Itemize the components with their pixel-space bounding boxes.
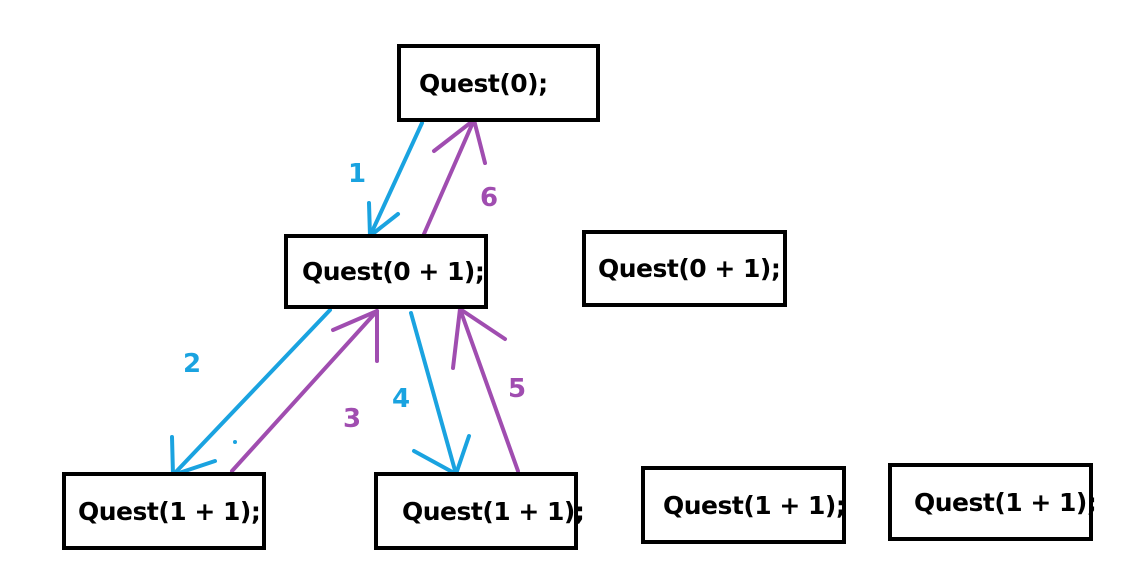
node-quest-1-plus-1-middle: Quest(1 + 1); [374,472,585,550]
node-quest-1-plus-1-left: Quest(1 + 1); [62,472,266,550]
arrow-step-5 [451,307,520,473]
node-label: Quest(1 + 1); [663,490,846,520]
step-label-1: 1 [348,159,366,189]
step-label-5: 5 [508,374,526,404]
node-label: Quest(0 + 1); [598,254,781,283]
arrow-step-4 [409,311,471,476]
node-quest-0-plus-1: Quest(0 + 1); [582,230,787,307]
node-quest-0: Quest(0); [397,44,600,122]
arrow-step-3 [230,309,379,473]
step-label-4: 4 [392,384,410,414]
node-label: Quest(1 + 1); [78,496,261,526]
step-label-3: 3 [343,404,361,434]
node-label: Quest(0 + 1); [302,257,485,286]
node-label: Quest(1 + 1); [402,496,585,526]
arrow-step-1 [367,121,424,238]
node-quest-0-plus-1-expanded: Quest(0 + 1); [284,234,488,309]
step-label-2: 2 [183,349,201,379]
node-label: Quest(0); [419,68,548,98]
arrow-step-6 [422,118,487,236]
node-label: Quest(1 + 1); [914,487,1097,517]
node-quest-1-plus-1-right-1: Quest(1 + 1); [641,466,846,544]
node-quest-1-plus-1-right-2: Quest(1 + 1); [888,463,1097,541]
step-label-6: 6 [480,183,498,213]
stray-dot [233,440,237,444]
